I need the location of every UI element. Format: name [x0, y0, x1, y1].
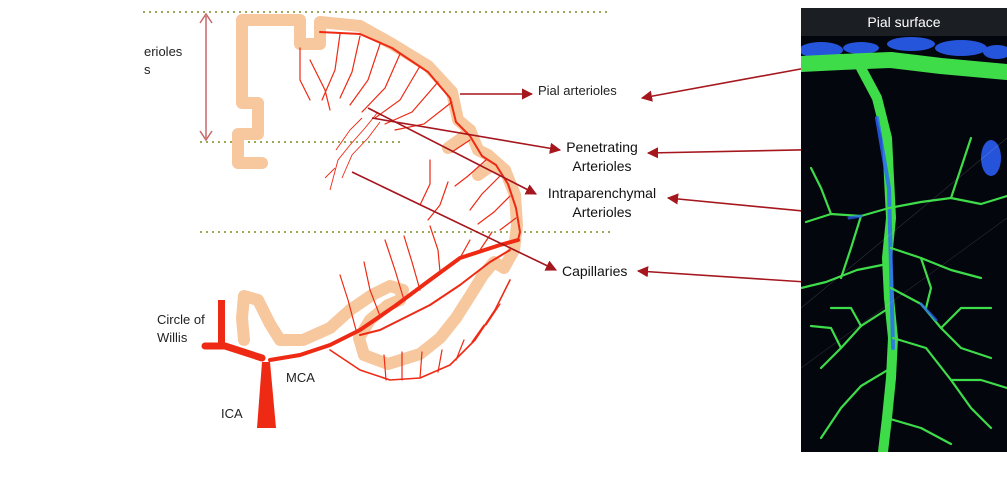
- arterioles-partial-label-1: erioles: [144, 42, 182, 61]
- circle-of-willis-vessel: [218, 300, 225, 346]
- ica-trunk: [257, 362, 276, 428]
- willis-connector: [205, 346, 262, 358]
- capillaries-label: Capillaries: [562, 262, 627, 281]
- penetrating-label-line-1: Penetrating: [556, 138, 648, 157]
- arterioles-partial-label-2: s: [144, 60, 151, 79]
- ica-label: ICA: [221, 404, 243, 423]
- pial-arterioles-label: Pial arterioles: [538, 81, 617, 100]
- microscopy-vessels: [801, 8, 1007, 452]
- intraparenchymal-network: [325, 112, 380, 190]
- arrow-capillaries-to-image: [638, 271, 806, 282]
- arrow-pial-to-image: [642, 68, 806, 98]
- pial-surface-title: Pial surface: [801, 8, 1007, 36]
- penetrating-arterioles-label: Penetrating Arterioles: [556, 138, 648, 176]
- intraparenchymal-arterioles-label: Intraparenchymal Arterioles: [538, 184, 666, 222]
- arrow-to-intraparenchymal-label: [368, 108, 536, 194]
- circle-of-willis-label-1: Circle of: [157, 310, 205, 329]
- mca-label: MCA: [286, 368, 315, 387]
- intraparenchymal-label-line-2: Arterioles: [538, 203, 666, 222]
- penetrating-label-line-2: Arterioles: [556, 157, 648, 176]
- circle-of-willis-label-2: Willis: [157, 328, 187, 347]
- intraparenchymal-label-line-1: Intraparenchymal: [538, 184, 666, 203]
- arrow-to-capillaries-label: [352, 172, 556, 270]
- microscopy-image-panel: [801, 8, 1007, 452]
- depth-span-arrow: [200, 14, 212, 140]
- cortex-outline: [238, 20, 517, 364]
